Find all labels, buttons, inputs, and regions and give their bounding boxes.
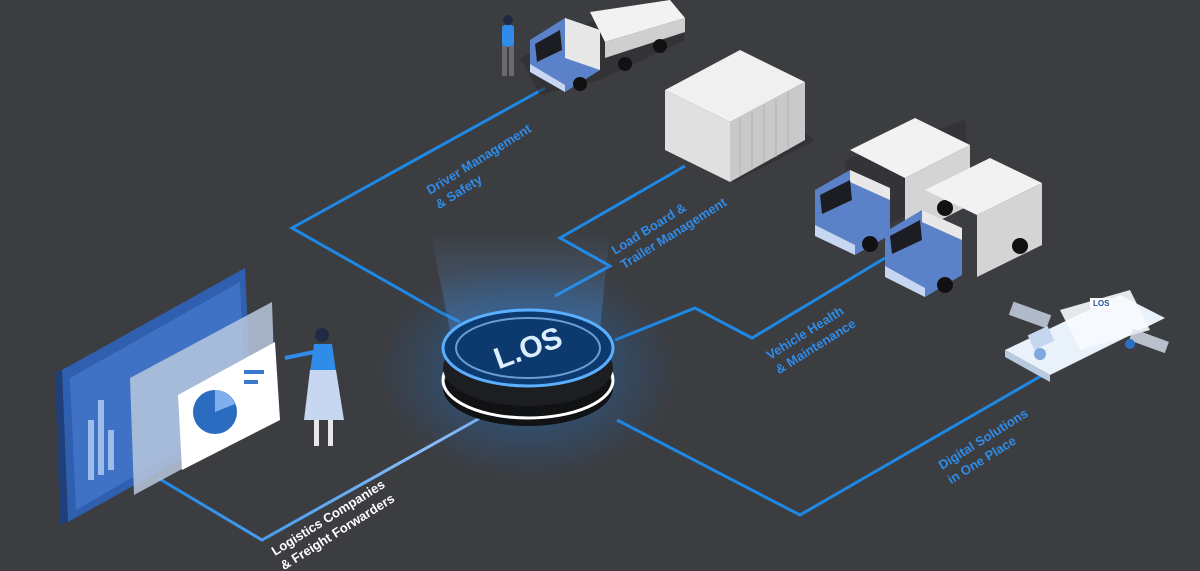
label-vehicle: Vehicle Health & Maintenance bbox=[764, 303, 859, 377]
flatbed-truck bbox=[520, 0, 685, 95]
label-driver: Driver Management & Safety bbox=[424, 121, 535, 212]
presenter-person-icon bbox=[284, 328, 344, 446]
digital-devices: LOS bbox=[1005, 290, 1169, 382]
label-load-board: Load Board & Trailer Management bbox=[609, 194, 730, 272]
los-hub[interactable]: L.OS bbox=[441, 308, 615, 426]
dashboard-screens bbox=[55, 268, 280, 525]
shipping-container-icon bbox=[665, 50, 815, 182]
phone-logo: LOS bbox=[1093, 299, 1110, 308]
box-truck-back bbox=[815, 118, 970, 255]
driver-person-icon bbox=[502, 15, 514, 76]
label-logistics: Logistics Companies & Freight Forwarders bbox=[269, 477, 397, 571]
line-logistics bbox=[157, 416, 481, 542]
box-truck-front bbox=[885, 158, 1042, 297]
label-digital: Digital Solutions in One Place bbox=[936, 405, 1031, 486]
line-digital bbox=[616, 363, 1061, 517]
